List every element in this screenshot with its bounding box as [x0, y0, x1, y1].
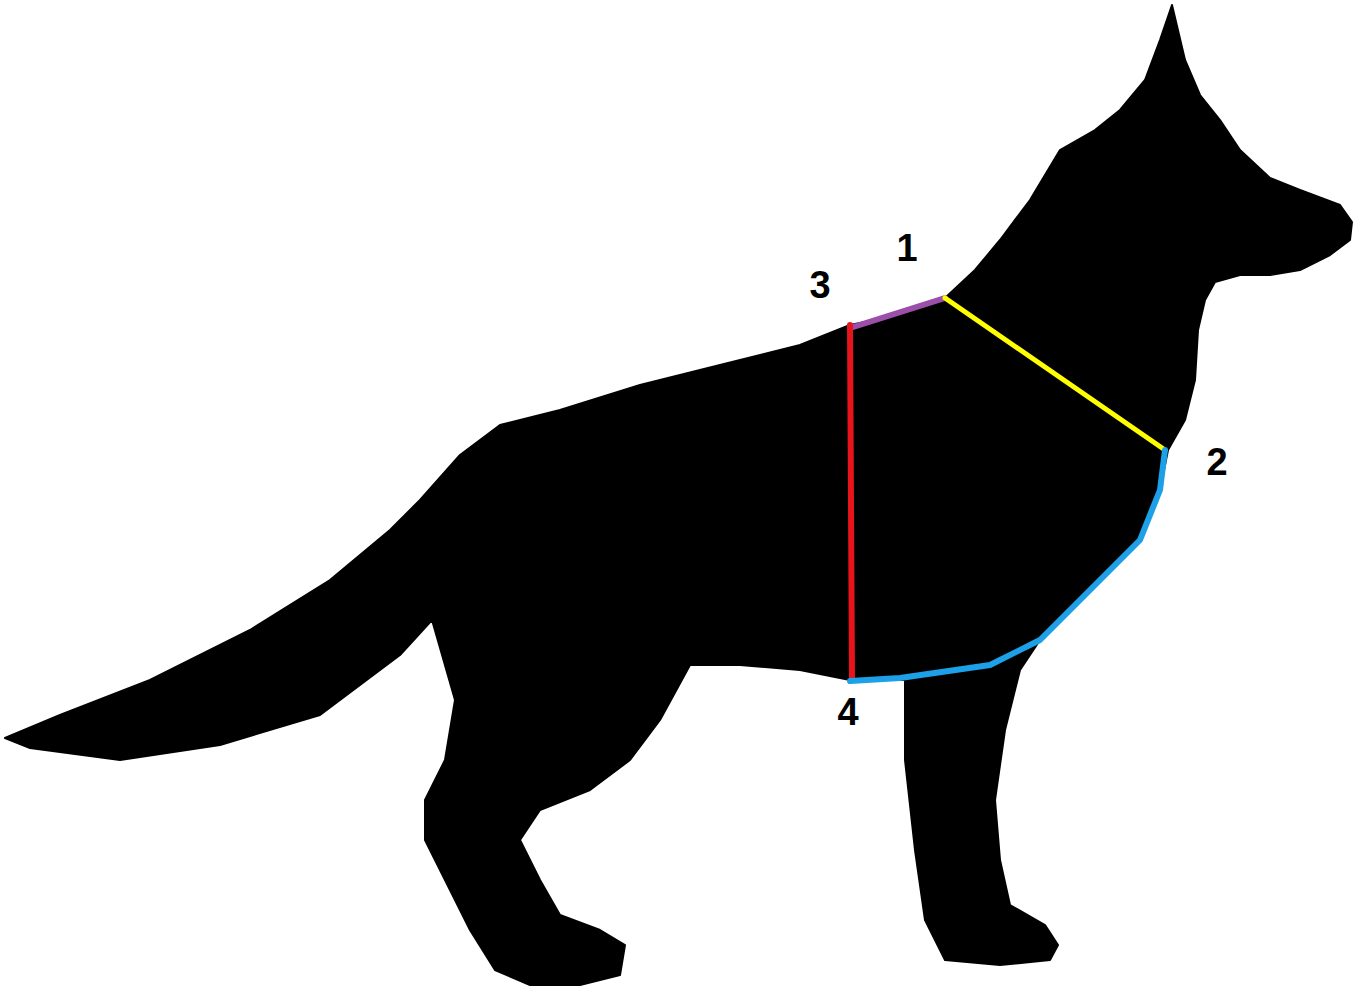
- back-length-line: [850, 298, 945, 328]
- callout-number: 1: [896, 229, 917, 267]
- dog-silhouette: [5, 5, 1352, 985]
- callout-number: 2: [1206, 443, 1227, 481]
- chest-line: [850, 450, 1165, 681]
- girth-line: [850, 325, 852, 680]
- neck-line: [945, 298, 1165, 450]
- callout-number: 4: [837, 693, 858, 731]
- callout-number: 3: [809, 266, 830, 304]
